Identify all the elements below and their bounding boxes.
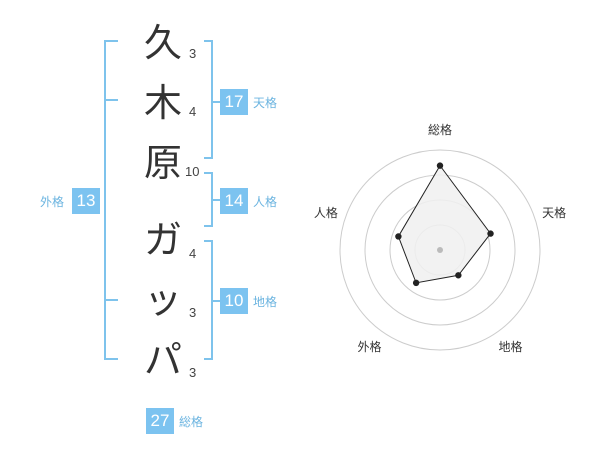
chikaku-label: 地格 <box>253 295 278 309</box>
jinkaku-badge: 14 <box>220 188 248 214</box>
radar-area <box>397 164 492 284</box>
radar-axis-label: 天格 <box>542 205 566 220</box>
name-char-4: ガ <box>143 218 182 262</box>
radar-point-2 <box>487 230 494 237</box>
radar-axis-label: 人格 <box>314 205 338 220</box>
jinkaku-label: 人格 <box>253 195 278 209</box>
radar-axis-label: 外格 <box>357 339 381 354</box>
name-char-6: パ <box>143 338 182 382</box>
radar-ring <box>339 149 541 351</box>
radar-point-1 <box>436 162 444 169</box>
chikaku-badge: 10 <box>220 288 248 314</box>
soukaku-badge: 27 <box>146 408 174 434</box>
stroke-count-2: 4 <box>189 104 197 119</box>
stroke-count-4: 4 <box>189 246 197 261</box>
radar-point-3 <box>455 272 462 279</box>
stroke-count-3: 10 <box>185 164 200 179</box>
gaikaku-label: 外格 <box>40 195 65 209</box>
stroke-count-1: 3 <box>189 46 197 61</box>
radar-axis-label: 総格 <box>428 122 452 137</box>
tenkaku-label: 天格 <box>253 96 278 110</box>
name-char-3: 原 <box>143 141 182 185</box>
name-char-2: 木 <box>143 81 182 125</box>
radar-point-5 <box>395 233 402 240</box>
stroke-count-5: 3 <box>189 305 197 320</box>
radar-center-dot <box>437 247 443 253</box>
soukaku-label: 総格 <box>179 415 204 429</box>
radar-point-4 <box>412 279 420 287</box>
tenkaku-badge: 17 <box>220 89 248 115</box>
radar-axis-label: 地格 <box>499 339 523 354</box>
gaikaku-badge: 13 <box>72 188 100 214</box>
name-char-1: 久 <box>143 21 182 65</box>
name-char-5: ッ <box>143 278 182 322</box>
stroke-count-6: 3 <box>189 365 197 380</box>
